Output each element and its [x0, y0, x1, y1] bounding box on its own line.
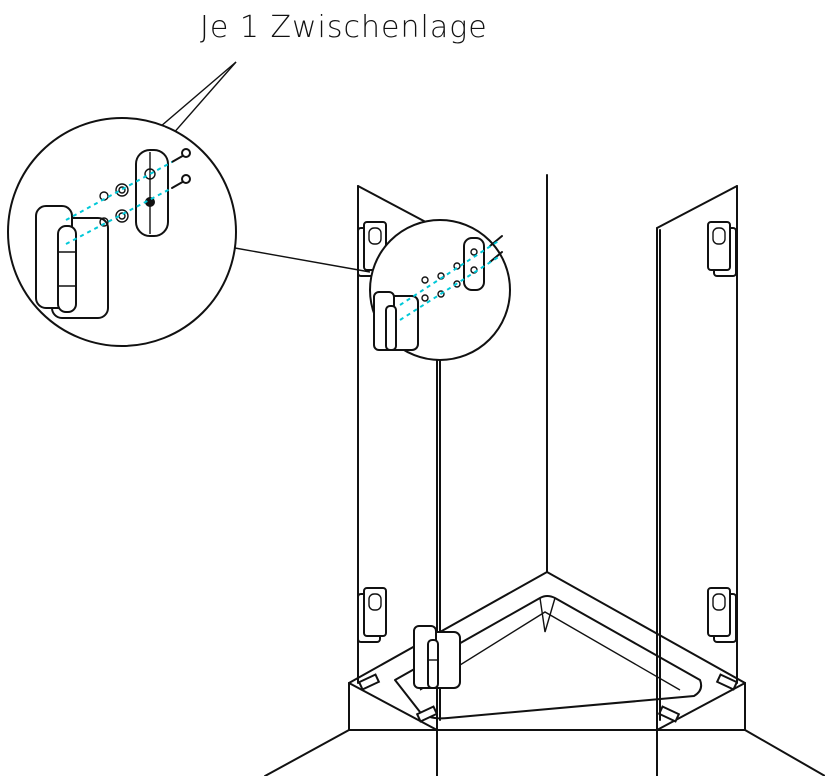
hinge-icon [35, 205, 109, 319]
wall-clamp-top-right [707, 221, 737, 277]
callout-label: Je 1 Zwischenlage [200, 10, 488, 45]
detail-circle-small [234, 219, 511, 361]
shower-tray [264, 570, 825, 776]
detail-circle-large [7, 117, 237, 347]
screw-icon [171, 148, 191, 189]
wall-clamp-bottom-left [357, 587, 387, 643]
right-glass-panel [656, 185, 738, 731]
wall-clamp-bottom-right [707, 587, 737, 643]
lower-hinge [413, 625, 461, 689]
spacer-plate-icon [135, 149, 169, 237]
